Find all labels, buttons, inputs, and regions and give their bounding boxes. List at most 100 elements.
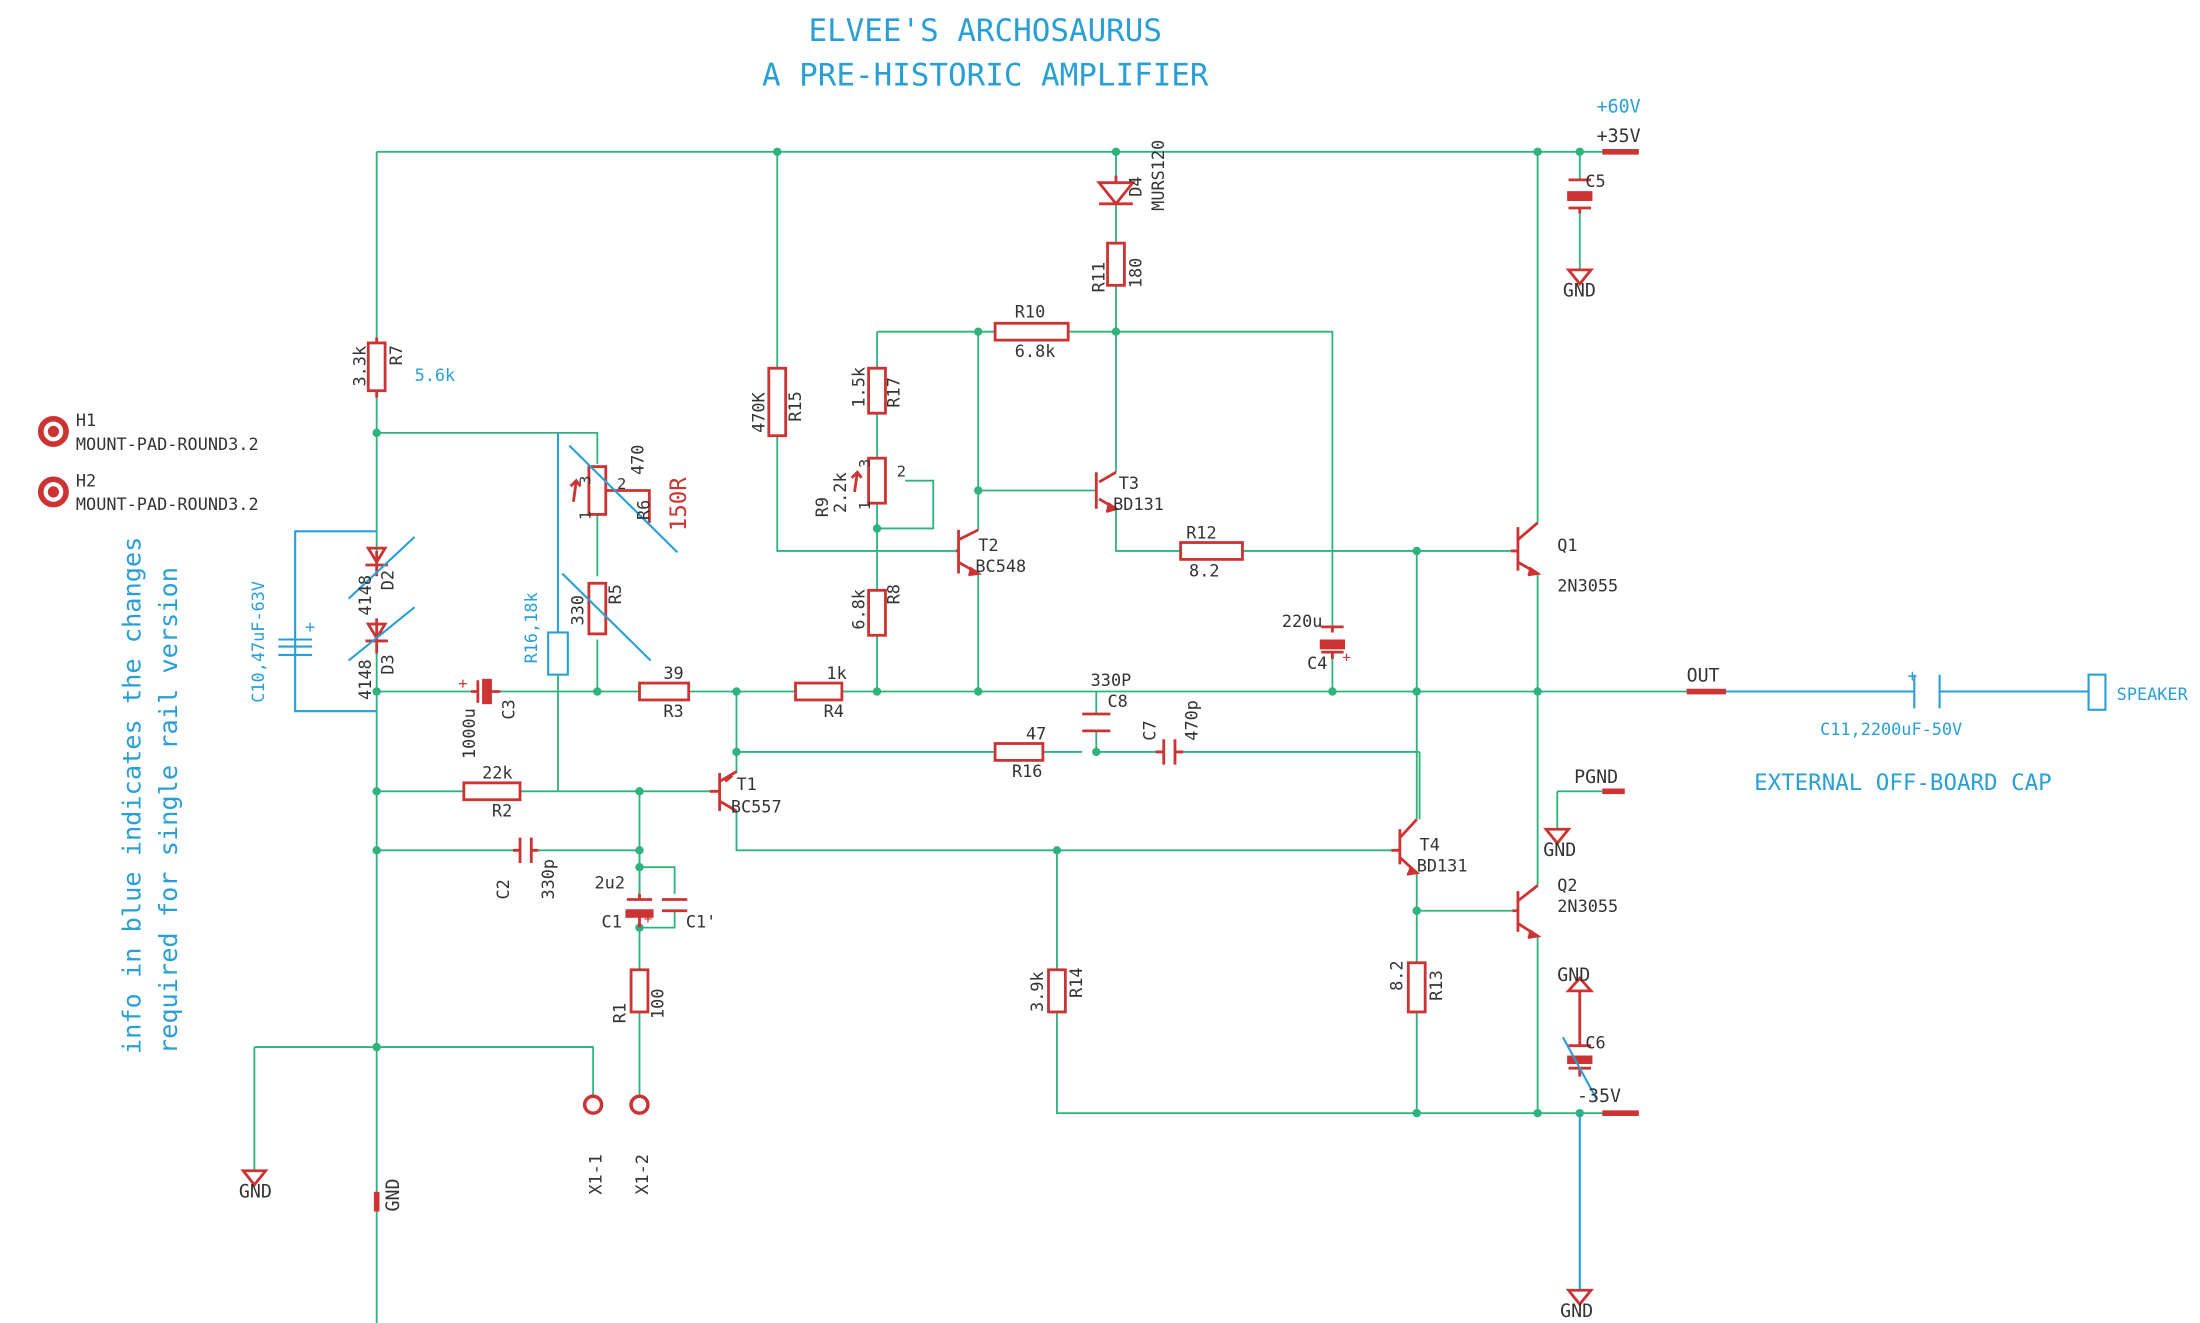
r10-ref: R10 (1015, 302, 1045, 322)
r10-resistor (993, 321, 1070, 342)
gnd-label-pgnd: GND (1543, 840, 1576, 861)
r2-resistor (462, 781, 522, 802)
r9-value: 2.2k (830, 472, 850, 513)
speaker-symbol (2087, 673, 2107, 711)
r1-value: 100 (647, 989, 667, 1019)
c8-value: 330P (1091, 670, 1132, 690)
c7-ref: C7 (1139, 720, 1159, 740)
gnd-symbol-pgnd (1543, 827, 1572, 846)
v35-label: +35V (1597, 126, 1641, 147)
r17-resistor (867, 366, 887, 415)
c7-capacitor (1155, 739, 1184, 765)
c1-ref: C1 (602, 912, 622, 932)
r9-pin2: 2 (897, 462, 906, 480)
gnd-symbol-bottom (1565, 1288, 1594, 1307)
c7-value: 470p (1181, 700, 1201, 741)
t4-value: BD131 (1417, 855, 1468, 875)
c8-capacitor (1082, 712, 1111, 733)
c3-ref: C3 (498, 699, 518, 719)
title-line-1: ELVEE'S ARCHOSAURUS (808, 13, 1162, 49)
r4-value: 1k (826, 663, 846, 683)
t1-value: BC557 (731, 796, 782, 816)
vneg35-label: -35V (1577, 1086, 1621, 1107)
r16-value: 47 (1026, 723, 1046, 743)
t2-ref: T2 (978, 535, 998, 555)
gnd-symbol-c5 (1565, 268, 1594, 287)
gnd-symbol-c6 (1565, 976, 1595, 1041)
r4-ref: R4 (824, 701, 844, 721)
t2-transistor (955, 528, 983, 577)
r12-ref: R12 (1186, 522, 1216, 542)
x1-1-label: X1-1 (586, 1154, 606, 1195)
t3-transistor (1094, 471, 1120, 513)
c4-capacitor (1319, 625, 1346, 660)
external-cap-note: EXTERNAL OFF-BOARD CAP (1754, 770, 2052, 796)
q1-ref: Q1 (1557, 535, 1577, 555)
r5-resistor (587, 581, 608, 636)
d4-diode (1096, 175, 1136, 207)
r6-pin3: 3 (576, 476, 594, 485)
d3-diode (365, 618, 388, 654)
c2-ref: C2 (493, 879, 513, 899)
parts (37, 148, 1726, 1307)
c4-ref: C4 (1307, 653, 1327, 673)
r6-pin2: 2 (617, 475, 626, 493)
r6-ref: R6 (633, 500, 653, 520)
c1prime-capacitor (661, 898, 688, 913)
r15-ref: R15 (785, 391, 805, 421)
t1-ref: T1 (736, 774, 756, 794)
side-note-line-1: info in blue indicates the changes (118, 537, 147, 1055)
r14-value: 3.9k (1027, 971, 1047, 1012)
c1-value: 2u2 (595, 872, 625, 892)
d4-ref: D4 (1125, 176, 1145, 196)
gnd-label-c6: GND (1557, 965, 1590, 986)
r13-value: 8.2 (1387, 960, 1407, 990)
r16-resistor (993, 742, 1045, 762)
r6-pot (587, 465, 608, 516)
r9-pot (867, 456, 887, 505)
r10-value: 6.8k (1015, 341, 1056, 361)
q1-value: 2N3055 (1557, 576, 1618, 596)
r8-resistor (867, 588, 887, 637)
x1-2-pad (629, 1094, 650, 1115)
r7-value: 3.3k (349, 346, 369, 387)
r17-value: 1.5k (848, 367, 868, 408)
r14-resistor (1047, 968, 1067, 1014)
speaker-label: SPEAKER (2117, 684, 2189, 704)
wires (253, 150, 1687, 1323)
c10-plus: + (305, 616, 315, 636)
v60-label: +60V (1597, 96, 1641, 117)
r15-value: 470K (749, 391, 769, 432)
blue-changes (278, 432, 2107, 1291)
c3-capacitor (470, 678, 501, 705)
mount-pad-h1 (37, 416, 69, 447)
c10-label: C10,47uF-63V (248, 581, 268, 703)
h1-value: MOUNT-PAD-ROUND3.2 (76, 434, 259, 454)
r5-ref: R5 (605, 584, 625, 604)
h2-value: MOUNT-PAD-ROUND3.2 (76, 494, 259, 514)
r16-blue-resistor (547, 631, 569, 676)
r11-resistor (1106, 241, 1126, 287)
r8-value: 6.8k (848, 589, 868, 630)
x1-1-pad (582, 1094, 604, 1115)
t3-ref: T3 (1119, 473, 1139, 493)
gnd-label-left: GND (239, 1181, 272, 1202)
c1-plus: + (644, 911, 652, 927)
gnd-label-main: GND (383, 1179, 404, 1212)
r6-alt: 150R (666, 477, 692, 532)
pgnd-label: PGND (1574, 767, 1618, 788)
t1-transistor (709, 770, 738, 813)
q2-ref: Q2 (1557, 875, 1577, 895)
r15-resistor (767, 366, 788, 438)
t2-value: BC548 (975, 556, 1026, 576)
gnd-label-bottom: GND (1560, 1301, 1593, 1322)
r9-ref: R9 (812, 497, 832, 517)
r3-ref: R3 (663, 701, 683, 721)
d2-ref: D2 (378, 570, 398, 590)
r5-value: 330 (567, 595, 587, 625)
mount-pad-h2 (37, 476, 69, 508)
r2-value: 22k (482, 763, 512, 783)
c4-plus: + (1342, 650, 1350, 666)
c2-value: 330p (538, 859, 558, 900)
